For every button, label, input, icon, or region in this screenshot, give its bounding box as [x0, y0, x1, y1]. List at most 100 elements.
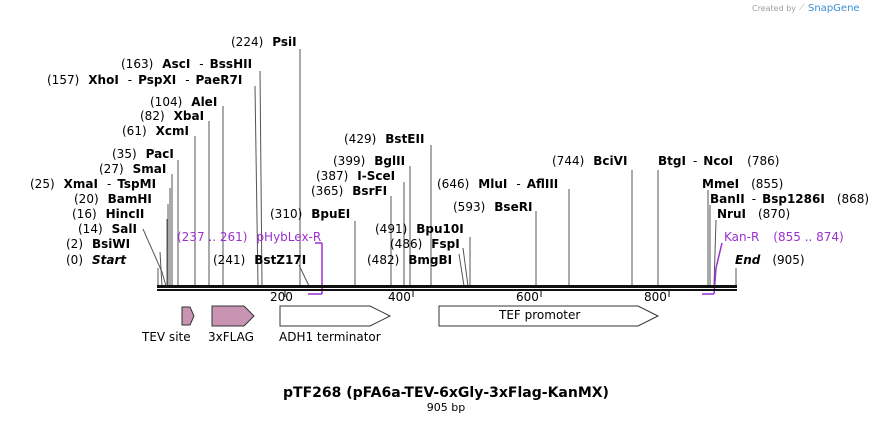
- site-line-nrui: [713, 219, 717, 287]
- svg-text:(744)BciVI: (744)BciVI: [552, 154, 627, 168]
- site-name-xcmi: XcmI: [156, 124, 189, 138]
- site-line-sali-lead: [142, 228, 163, 273]
- site-name-tspmi: TspMI: [117, 177, 156, 191]
- site-pos-psii: (224): [231, 35, 263, 49]
- svg-text:(157)XhoI-PspXI-PaeR7I: (157)XhoI-PspXI-PaeR7I: [47, 73, 242, 87]
- ruler-tick-800: 800: [644, 290, 667, 304]
- svg-text:End(905): End (905): [735, 253, 805, 267]
- svg-text:(593)BseRI: (593) BseRI: [453, 200, 532, 214]
- site-pos-bpu10i: (491): [375, 222, 407, 236]
- site-pos-banii: (868): [837, 192, 869, 206]
- site-name-bsrfi: BsrFI: [352, 184, 387, 198]
- svg-text:NruI(870): NruI (870): [717, 207, 790, 221]
- site-lines: [142, 49, 737, 287]
- map-subtitle: 905 bp: [427, 401, 465, 414]
- site-pos-bglii: (399): [333, 154, 365, 168]
- site-name-bsiwi: BsiWI: [92, 237, 130, 251]
- svg-text:(20)BamHI: (20)BamHI: [74, 192, 152, 206]
- ruler-tick-600: 600: [516, 290, 539, 304]
- site-name-xmai: XmaI: [64, 177, 98, 191]
- primer-range-kan-r: (855 .. 874): [773, 230, 843, 244]
- site-pos-bpuei: (310): [270, 207, 302, 221]
- backbone-top: [157, 285, 737, 288]
- site-name-hincii: HincII: [106, 207, 145, 221]
- site-pos-bsteii: (429): [344, 132, 376, 146]
- site-pos-nrui: (870): [758, 207, 790, 221]
- site-name-btgi: BtgI: [658, 154, 686, 168]
- svg-text:(365)BsrFI: (365) BsrFI: [311, 184, 387, 198]
- svg-text:(241)BstZ17I: (241) BstZ17I: [213, 253, 306, 267]
- site-name-i-scei: I-SceI: [357, 169, 395, 183]
- site-name-sali: SalI: [112, 222, 137, 236]
- adh1-terminator-arrow: [279, 305, 392, 327]
- site-pos-alei: (104): [150, 95, 182, 109]
- svg-text:BtgI-NcoI(786): BtgI-NcoI(786): [658, 154, 779, 168]
- site-pos-xmai: (25): [30, 177, 55, 191]
- site-name-alei: AleI: [191, 95, 217, 109]
- site-pos-xbai: (82): [140, 109, 165, 123]
- site-pos-end: (905): [772, 253, 804, 267]
- ruler-tick-200: 200: [270, 290, 293, 304]
- svg-text:(27)SmaI: (27) SmaI: [99, 162, 166, 176]
- site-pos-mmei: (855): [751, 177, 783, 191]
- site-pos-xhoi: (157): [47, 73, 79, 87]
- site-pos-bseri: (593): [453, 200, 485, 214]
- svg-text:(35)PacI: (35) PacI: [112, 147, 174, 161]
- site-name-xbai: XbaI: [174, 109, 204, 123]
- site-pos-bsiwi: (2): [66, 237, 83, 251]
- svg-text:(163)AscI-BssHII: (163)AscI-BssHII: [121, 57, 252, 71]
- svg-text:(0)Start: (0) Start: [66, 253, 127, 267]
- site-pos-start: (0): [66, 253, 83, 267]
- site-name-end: End: [735, 253, 761, 267]
- site-name-paci: PacI: [146, 147, 174, 161]
- site-pos-bamhi: (20): [74, 192, 99, 206]
- credit-text: Created by: [752, 4, 796, 13]
- site-name-nrui: NruI: [717, 207, 746, 221]
- site-name-bsshii: BssHII: [210, 57, 252, 71]
- site-pos-xcmi: (61): [122, 124, 147, 138]
- svg-text:(429)BstEII: (429) BstEII: [344, 132, 424, 146]
- feature-label-tef-promoter: TEF promoter: [498, 308, 580, 322]
- svg-text:(399)BglII: (399) BglII: [333, 154, 405, 168]
- svg-text:(387)I-SceI: (387)I-SceI: [316, 169, 395, 183]
- svg-text:(61)XcmI: (61) XcmI: [122, 124, 189, 138]
- site-name-asci: AscI: [162, 57, 190, 71]
- site-name-bseri: BseRI: [494, 200, 532, 214]
- site-name-ncoi: NcoI: [703, 154, 733, 168]
- site-name-afliii: AflIII: [527, 177, 559, 191]
- site-pos-hincii: (16): [72, 207, 97, 221]
- site-name-bstz17i: BstZ17I: [254, 253, 306, 267]
- primer-label-kan-r: Kan-R(855 .. 874): [724, 230, 844, 244]
- svg-text:BanII-Bsp1286I(868): BanII-Bsp1286I(868): [710, 192, 869, 206]
- primer-range-phyblex-r: (237 .. 261): [177, 230, 247, 244]
- site-name-bcivi: BciVI: [593, 154, 627, 168]
- feature-label-tev-site: TEV site: [141, 330, 191, 344]
- site-pos-bstz17i: (241): [213, 253, 245, 267]
- site-labels: (0) Start (2) BsiWI (14) SalI (16) HincII (2…: [30, 35, 627, 267]
- site-name-bsteii: BstEII: [385, 132, 424, 146]
- svg-text:(16)HincII: (16) HincII: [72, 207, 144, 221]
- tef-promoter-arrow: [438, 305, 660, 327]
- site-line-xhoi: [254, 85, 259, 287]
- primer-label-phyblex-r: (237 .. 261)pHybLex-R: [177, 230, 321, 244]
- site-pos-sali: (14): [78, 222, 103, 236]
- svg-text:(486)FspI: (486)FspI: [390, 237, 460, 251]
- site-pos-asci: (163): [121, 57, 153, 71]
- site-name-smai: SmaI: [133, 162, 167, 176]
- site-pos-paci: (35): [112, 147, 137, 161]
- brand-name: SnapGene: [808, 3, 860, 14]
- site-pos-smai: (27): [99, 162, 124, 176]
- site-name-bpu10i: Bpu10I: [416, 222, 463, 236]
- svg-text:(104)AleI: (104) AleI: [150, 95, 217, 109]
- map-title: pTF268 (pFA6a-TEV-6xGly-3xFlag-KanMX): [283, 385, 609, 401]
- 3xflag-arrow: [211, 305, 255, 327]
- svg-text:(82)XbaI: (82) XbaI: [140, 109, 204, 123]
- site-name-bglii: BglII: [374, 154, 405, 168]
- site-name-start: Start: [92, 253, 127, 267]
- site-labels-right: BtgI-NcoI(786) MmeI(855) BanII-Bsp1286I(…: [658, 154, 869, 267]
- site-name-fspi: FspI: [431, 237, 459, 251]
- site-pos-bsrfi: (365): [311, 184, 343, 198]
- tev-site-arrow: [181, 306, 195, 326]
- site-line-fspi: [462, 247, 469, 287]
